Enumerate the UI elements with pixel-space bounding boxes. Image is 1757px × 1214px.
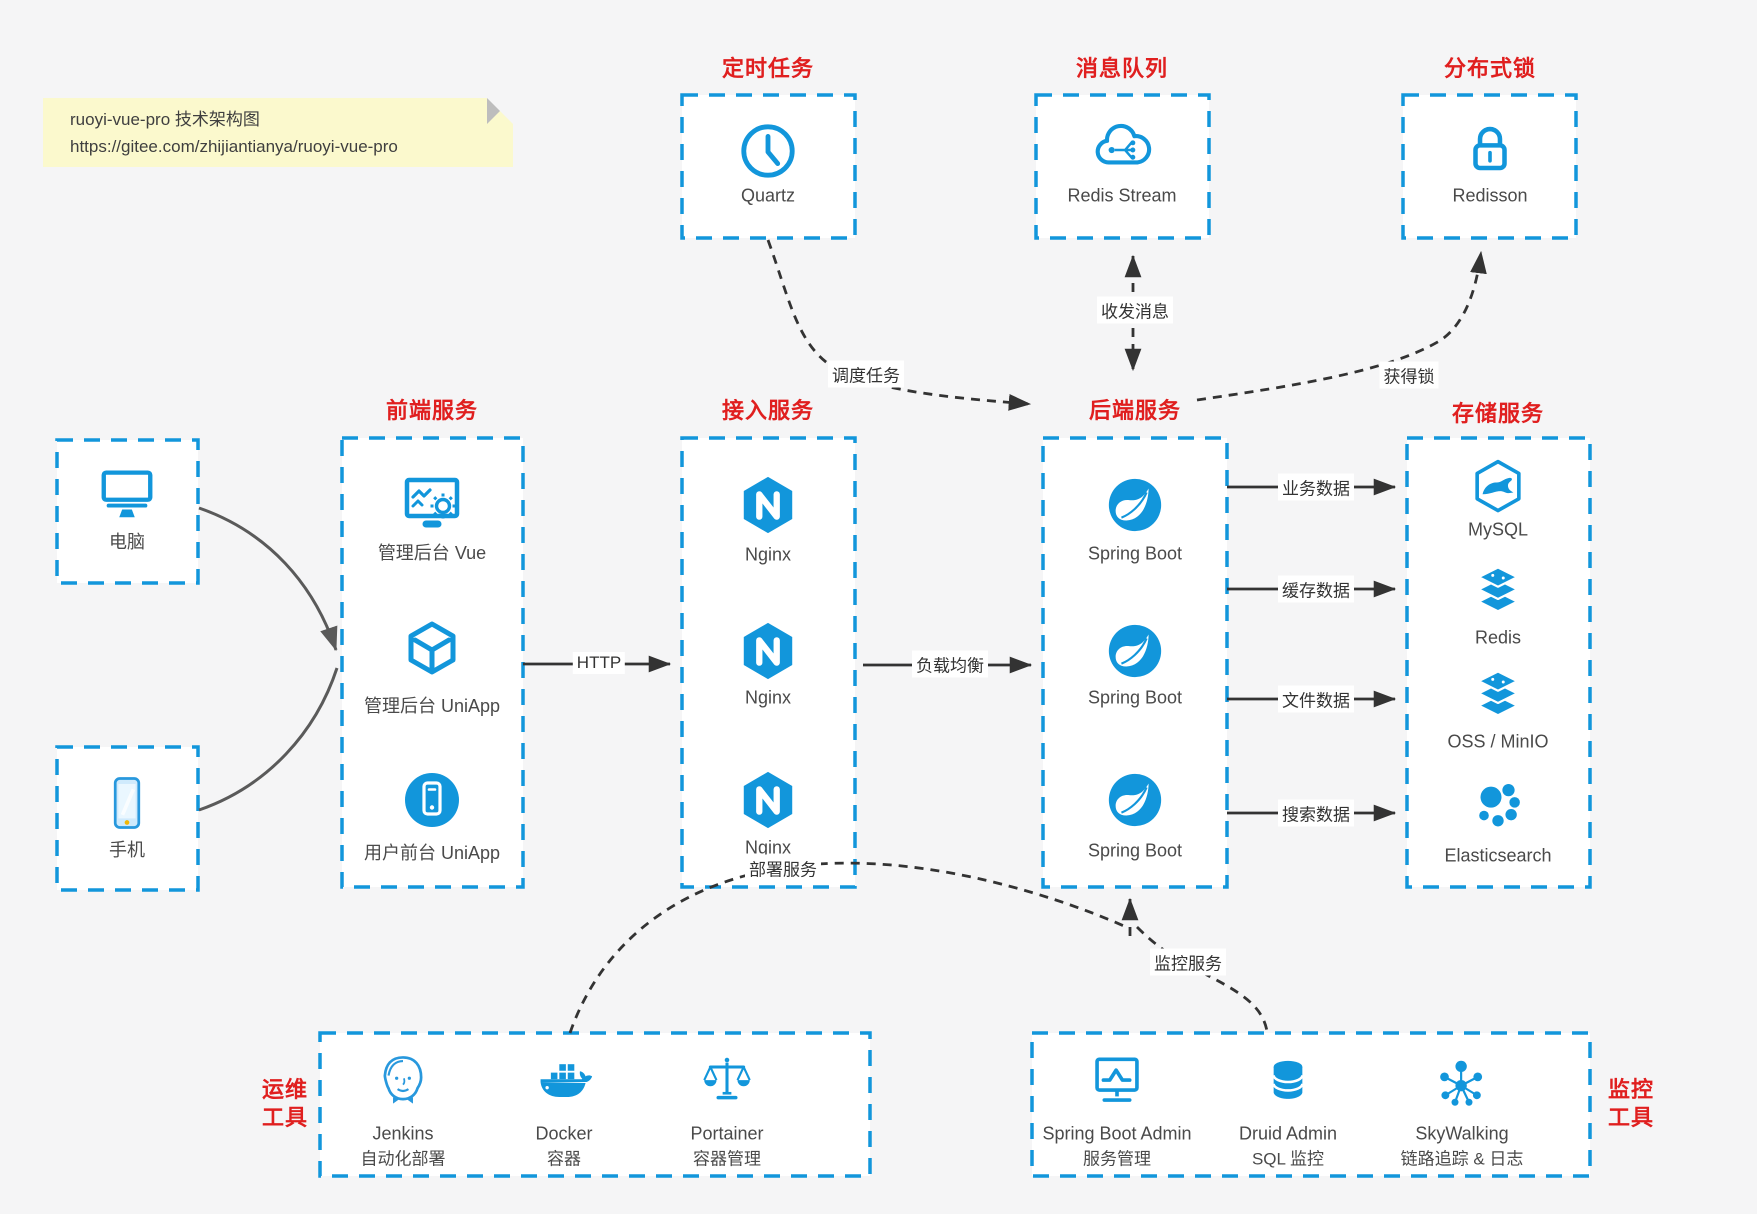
skywalking-icon xyxy=(1434,1055,1490,1111)
sticky-note: ruoyi-vue-pro 技术架构图 https://gitee.com/zh… xyxy=(43,98,513,167)
title-frontend-services: 前端服务 xyxy=(385,398,479,423)
title-storage-services: 存储服务 xyxy=(1451,401,1545,426)
elasticsearch-label: Elasticsearch xyxy=(1444,845,1552,866)
load-balance-edge-label: 负载均衡 xyxy=(912,650,988,678)
title-backend-services: 后端服务 xyxy=(1088,398,1182,423)
redis-stream-cloud-icon xyxy=(1089,116,1155,182)
nginx-icon xyxy=(737,769,799,831)
admin-vue-icon xyxy=(400,471,464,535)
search-data-edge-label: 搜索数据 xyxy=(1278,799,1354,827)
pc-to-frontend-arrow xyxy=(198,506,338,652)
redis-icon xyxy=(1470,564,1526,620)
deploy-curve xyxy=(568,861,1125,1034)
admin-vue-label: 管理后台 Vue xyxy=(377,543,487,563)
mobile-to-frontend-arrow xyxy=(198,667,339,812)
title-scheduled-tasks: 定时任务 xyxy=(721,56,815,81)
docker-label: Docker xyxy=(535,1123,593,1144)
portainer-label: Portainer xyxy=(690,1123,764,1144)
pc-client-label: 电脑 xyxy=(109,532,145,552)
phone-icon xyxy=(98,774,156,832)
nginx-label: Nginx xyxy=(744,544,792,565)
druid-admin-label: Druid Admin xyxy=(1238,1123,1338,1144)
mysql-icon xyxy=(1469,458,1527,516)
jenkins-desc: 自动化部署 xyxy=(360,1149,446,1169)
spring-boot-label: Spring Boot xyxy=(1087,687,1183,708)
lock-edge-label: 获得锁 xyxy=(1379,361,1439,389)
mysql-label: MySQL xyxy=(1467,519,1529,540)
jenkins-label: Jenkins xyxy=(372,1123,434,1144)
user-uniapp-label: 用户前台 UniApp xyxy=(363,843,501,863)
nginx-icon xyxy=(737,620,799,682)
business-data-edge-label: 业务数据 xyxy=(1278,473,1354,501)
spring-boot-icon xyxy=(1104,474,1166,536)
monitor-curve xyxy=(1136,926,1269,1032)
spring-boot-label: Spring Boot xyxy=(1087,840,1183,861)
redis-label: Redis xyxy=(1474,627,1522,648)
title-message-queue: 消息队列 xyxy=(1075,56,1169,81)
docker-desc: 容器 xyxy=(547,1149,581,1169)
portainer-icon xyxy=(699,1053,755,1109)
message-edge-label: 收发消息 xyxy=(1097,296,1173,324)
spring-boot-admin-label: Spring Boot Admin xyxy=(1042,1123,1192,1144)
deploy-edge-label: 部署服务 xyxy=(745,854,821,882)
nginx-label: Nginx xyxy=(744,837,792,858)
spring-boot-icon xyxy=(1104,620,1166,682)
title-distributed-lock: 分布式锁 xyxy=(1443,56,1537,81)
oss-minio-icon xyxy=(1470,668,1526,724)
jenkins-icon xyxy=(374,1052,432,1110)
computer-icon xyxy=(96,461,158,523)
redisson-label: Redisson xyxy=(1452,185,1528,206)
spring-boot-admin-icon xyxy=(1088,1052,1146,1110)
note-url: https://gitee.com/zhijiantianya/ruoyi-vu… xyxy=(70,137,398,156)
portainer-desc: 容器管理 xyxy=(693,1149,761,1169)
druid-admin-desc: SQL 监控 xyxy=(1251,1149,1325,1169)
redis-stream-label: Redis Stream xyxy=(1067,185,1177,206)
spring-boot-admin-desc: 服务管理 xyxy=(1083,1149,1151,1169)
schedule-edge-label: 调度任务 xyxy=(828,360,904,388)
quartz-clock-icon xyxy=(737,120,799,182)
ops-tools-group-label: 运维 工具 xyxy=(261,1077,309,1130)
admin-uniapp-icon xyxy=(400,619,464,683)
mobile-client-label: 手机 xyxy=(109,840,145,860)
nginx-icon xyxy=(737,474,799,536)
monitor-edge-label: 监控服务 xyxy=(1150,948,1226,976)
nginx-label: Nginx xyxy=(744,687,792,708)
skywalking-label: SkyWalking xyxy=(1415,1123,1509,1144)
elasticsearch-icon xyxy=(1470,777,1526,833)
docker-icon xyxy=(534,1052,594,1112)
file-data-edge-label: 文件数据 xyxy=(1278,685,1354,713)
note-fold-cut-icon xyxy=(487,98,513,124)
user-uniapp-icon xyxy=(400,768,464,832)
spring-boot-label: Spring Boot xyxy=(1087,543,1183,564)
http-edge-label: HTTP xyxy=(572,652,626,674)
skywalking-desc: 链路追踪 & 日志 xyxy=(1400,1149,1524,1169)
admin-uniapp-label: 管理后台 UniApp xyxy=(363,696,501,716)
note-title: ruoyi-vue-pro 技术架构图 xyxy=(70,110,260,129)
title-gateway-services: 接入服务 xyxy=(721,398,815,423)
quartz-label: Quartz xyxy=(740,185,796,206)
spring-boot-icon xyxy=(1104,769,1166,831)
druid-admin-icon xyxy=(1261,1055,1315,1109)
cache-data-edge-label: 缓存数据 xyxy=(1278,575,1354,603)
monitor-tools-group-label: 监控 工具 xyxy=(1607,1077,1655,1130)
redisson-lock-icon xyxy=(1461,120,1519,178)
oss-minio-label: OSS / MinIO xyxy=(1447,731,1549,752)
